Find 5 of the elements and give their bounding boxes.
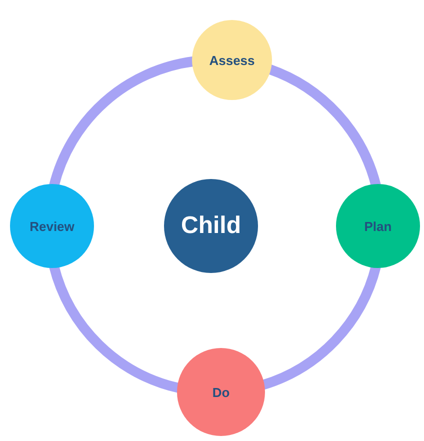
stage-label: Plan bbox=[364, 218, 392, 234]
stage-label: Child bbox=[181, 212, 241, 240]
stage-label: Do bbox=[212, 384, 230, 400]
stage-label: Assess bbox=[209, 52, 255, 68]
stage-label: Review bbox=[30, 218, 74, 234]
